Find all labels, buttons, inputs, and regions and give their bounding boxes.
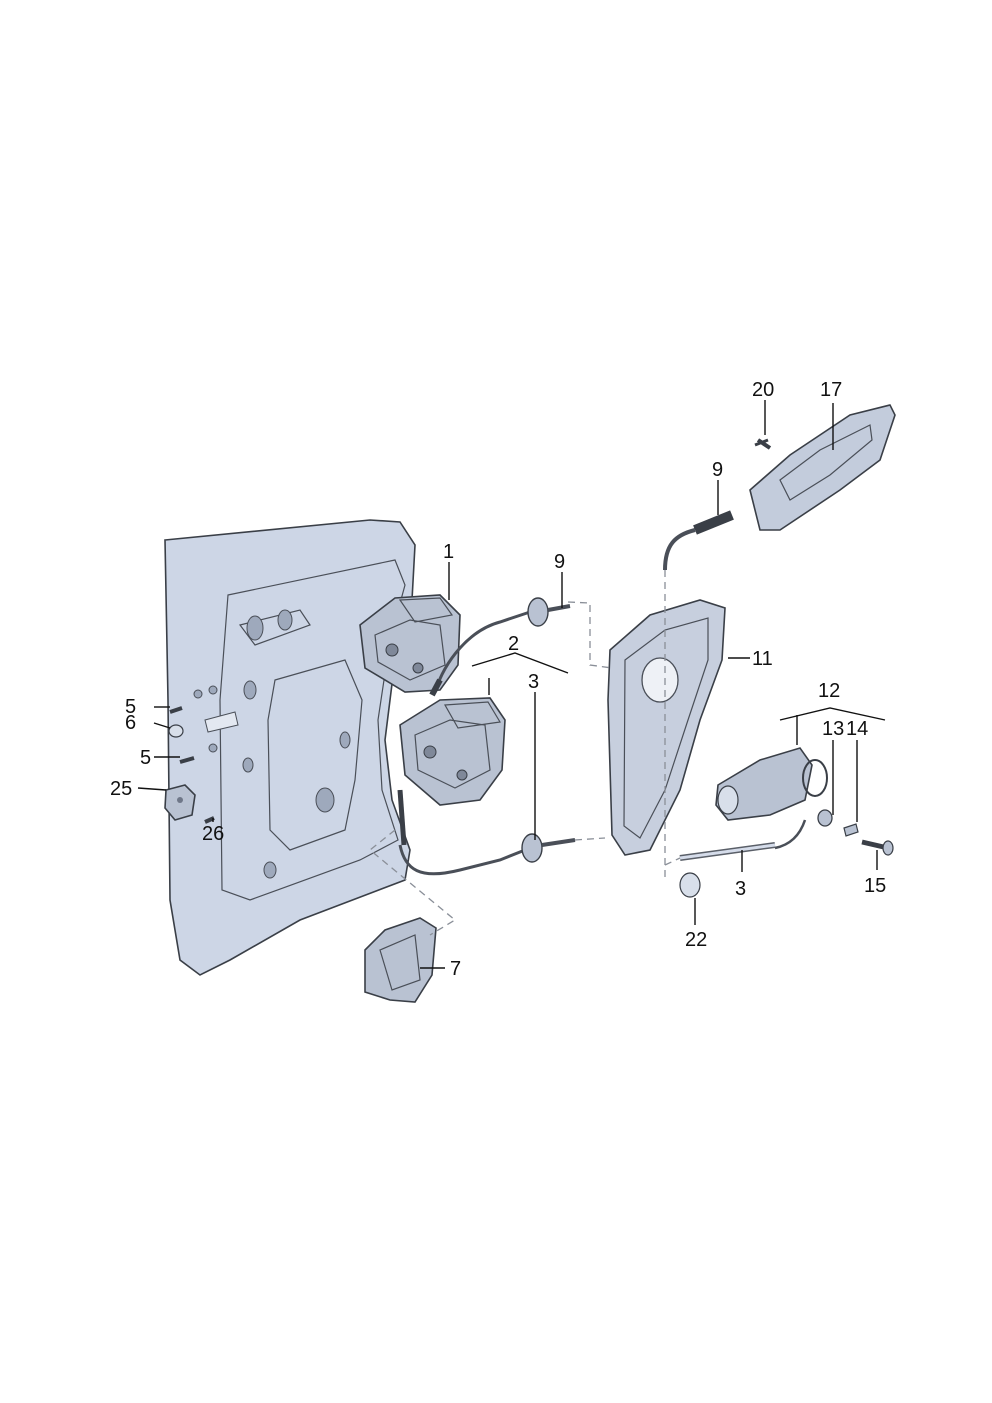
callout-3-left: 3 xyxy=(528,671,539,693)
callout-17: 17 xyxy=(820,379,842,401)
callout-7: 7 xyxy=(450,958,461,980)
door-lock-upper xyxy=(359,594,461,693)
door-lock-lower xyxy=(399,697,506,806)
callout-3-right: 3 xyxy=(735,878,746,900)
interior-door-handle xyxy=(749,404,896,531)
callout-14: 14 xyxy=(846,718,868,740)
lock-actuator-motor xyxy=(715,747,828,850)
bowden-cables xyxy=(397,597,576,876)
lock-cover xyxy=(364,917,437,1003)
actuator-rod xyxy=(679,842,776,861)
door-panel-body xyxy=(164,519,416,976)
door-panel xyxy=(164,519,416,976)
callout-15: 15 xyxy=(864,875,886,897)
callout-12: 12 xyxy=(818,680,840,702)
callout-5-upper: 5 xyxy=(125,696,136,718)
assembly-lines xyxy=(368,570,681,936)
callout-1: 1 xyxy=(443,541,454,563)
callout-25: 25 xyxy=(110,778,132,800)
callout-26: 26 xyxy=(202,823,224,845)
callout-11: 11 xyxy=(752,648,773,670)
callout-labels: 1 2 3 9 9 11 12 13 14 15 17 20 3 22 5 6 … xyxy=(110,379,886,980)
callout-9-left: 9 xyxy=(554,551,565,573)
callout-20: 20 xyxy=(752,379,774,401)
callout-13: 13 xyxy=(822,718,844,740)
callout-22: 22 xyxy=(685,929,707,951)
callout-9-right: 9 xyxy=(712,459,723,481)
callout-2: 2 xyxy=(508,633,519,655)
leader-lines xyxy=(137,400,886,969)
handle-cable xyxy=(663,510,734,571)
callout-5-lower: 5 xyxy=(140,747,151,769)
callout-6: 6 xyxy=(125,712,136,734)
door-trim-carrier xyxy=(607,599,726,856)
